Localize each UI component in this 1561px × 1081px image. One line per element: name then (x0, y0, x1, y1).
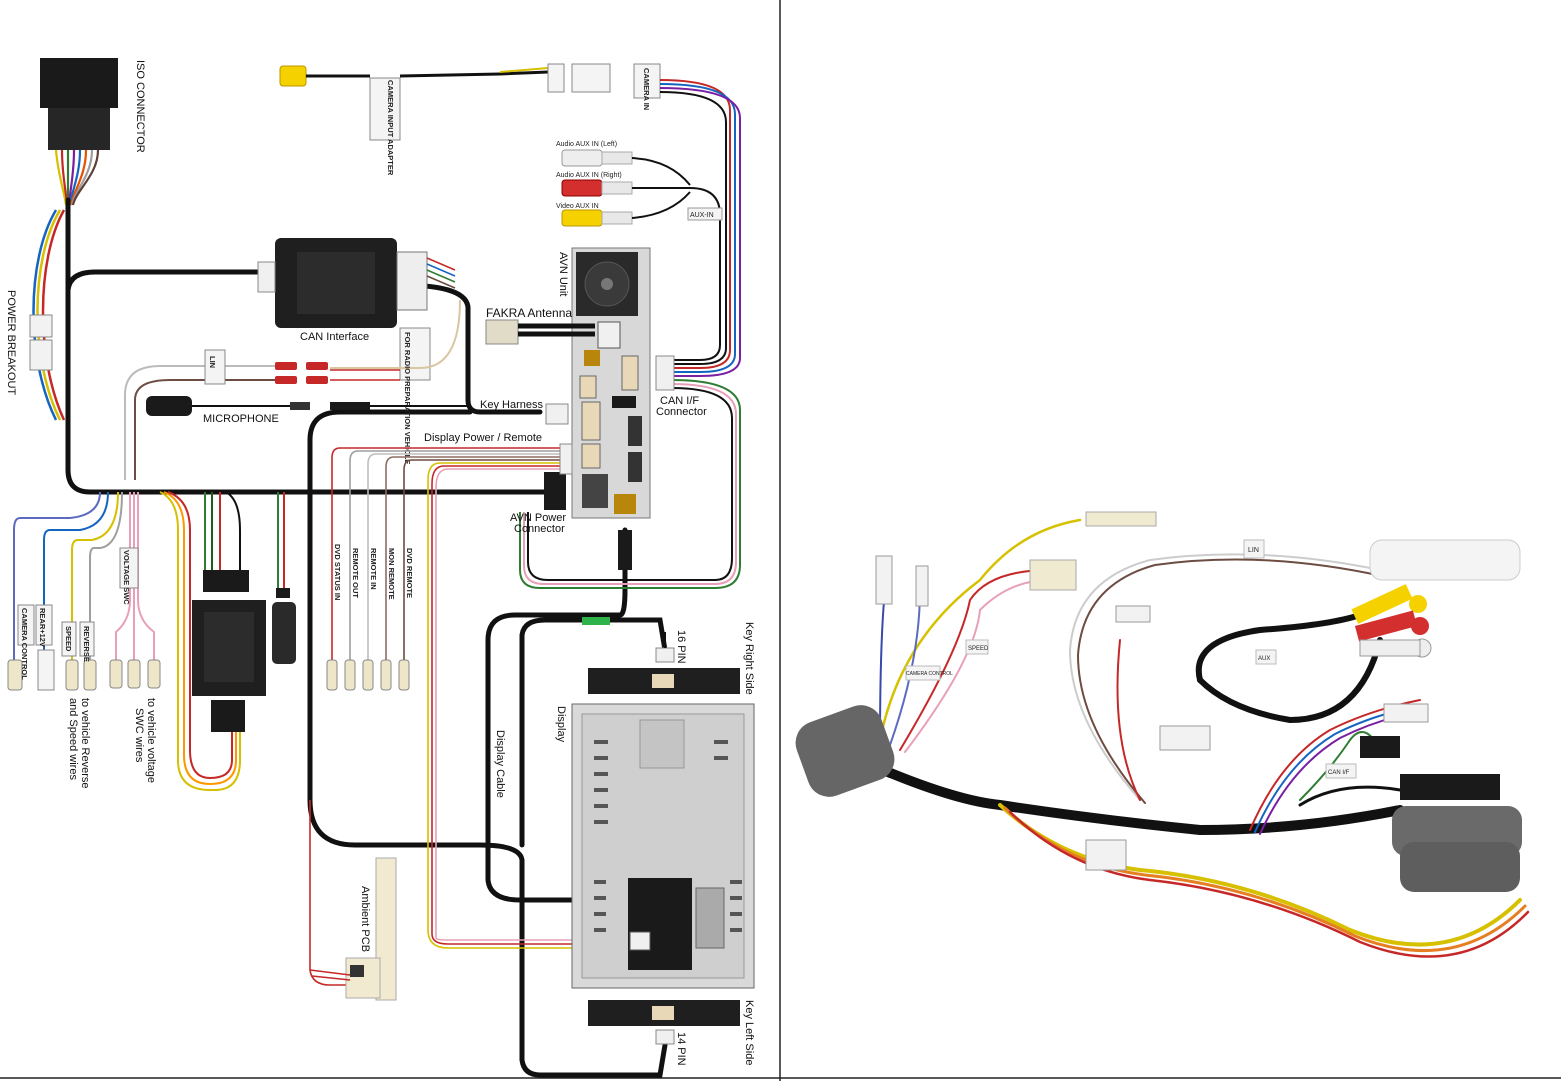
main-harness-trunk (65, 197, 668, 1078)
avn-unit (544, 247, 651, 519)
can-interface-box (257, 238, 456, 328)
avn-unit-label: AVN Unit (557, 252, 569, 296)
lin-label: LIN (208, 356, 217, 368)
can-if-connector-label-2: Connector (656, 406, 707, 418)
mon-remote-label: MON REMOTE (387, 548, 396, 600)
to-vehicle-voltage-label-1: to vehicle voltage (145, 698, 157, 783)
vehicle-signal-terminals (7, 547, 161, 691)
fakra-antenna-label: FAKRA Antenna (486, 306, 572, 320)
avn-power-connector-label-1: AVN Power (510, 512, 566, 524)
reverse-label: REVERSE (82, 626, 91, 662)
right-side-colored-bundle (519, 79, 741, 589)
foam-sleeves (795, 705, 1522, 892)
photo-tag-can-if: CAN I/F (1328, 770, 1350, 776)
display-unit (571, 703, 755, 989)
harness-photo-connectors (875, 511, 1521, 871)
dvd-remote-label: DVD REMOTE (405, 548, 414, 598)
harness-photo-wires (855, 518, 1530, 958)
can-interface-label: CAN Interface (300, 331, 369, 343)
key-harness-connector (545, 403, 569, 425)
display-power-remote-label: Display Power / Remote (424, 432, 542, 444)
interface-modules (192, 570, 296, 732)
wiring-diagram: ISO CONNECTOR POWER BREAKOUT (5, 58, 755, 1078)
pin-14-label: 14 PIN (675, 1032, 687, 1066)
photo-tag-lin: LIN (1248, 547, 1259, 554)
remote-out-label: REMOTE OUT (351, 548, 360, 598)
radio-prep-lin-wires (124, 299, 461, 480)
display-power-remote-wires (309, 447, 632, 986)
ambient-pcb (309, 857, 397, 1001)
voltage-swc-label: VOLTAGE SWC (122, 550, 131, 605)
speed-label: SPEED (64, 626, 73, 652)
audio-aux-right-label: Audio AUX IN (Right) (556, 172, 622, 179)
camera-input-adapter (279, 63, 661, 141)
camera-in-label: CAMERA IN (642, 68, 651, 110)
key-right-side-label: Key Right Side (743, 622, 755, 695)
power-breakout-connector (29, 314, 53, 371)
avn-power-connector-label-2: Connector (514, 523, 565, 535)
key-right-side (588, 632, 740, 694)
iso-connector (40, 58, 118, 206)
power-breakout-label: POWER BREAKOUT (5, 290, 17, 395)
can-if-connector (655, 355, 675, 391)
vehicle-signal-wires (13, 491, 285, 791)
harness-photo-tags: CAMERA CONTROL SPEED LIN AUX CAN I/F (905, 539, 1357, 779)
microphone-label: MICROPHONE (203, 413, 279, 425)
display-cable-connector (618, 530, 632, 570)
display-cable-clip (582, 617, 610, 625)
photo-tag-speed: SPEED (968, 646, 989, 652)
rear-12v-label: REAR+12V (38, 608, 47, 647)
photo-tag-aux-in: AUX (1258, 656, 1270, 662)
to-vehicle-reverse-label-1: to vehicle Reverse (79, 698, 91, 789)
aux-in-label: AUX-IN (690, 212, 714, 219)
key-harness-label: Key Harness (480, 399, 543, 411)
iso-connector-label: ISO CONNECTOR (134, 60, 146, 153)
ambient-pcb-label: Ambient PCB (359, 886, 371, 952)
key-left-side-label: Key Left Side (743, 1000, 755, 1065)
key-left-side (588, 1000, 740, 1045)
remote-wire-terminals (326, 659, 410, 691)
remote-in-label: REMOTE IN (369, 548, 378, 590)
to-vehicle-voltage-label-2: SWC wires (133, 708, 145, 763)
aux-inputs (561, 149, 723, 361)
for-radio-prep-label: FOR RADIO PREPARATION VEHICLE (403, 332, 412, 464)
video-aux-label: Video AUX IN (556, 203, 599, 210)
dvd-status-in-label: DVD STATUS IN (333, 544, 342, 600)
camera-input-adapter-label: CAMERA INPUT ADAPTER (386, 80, 395, 176)
to-vehicle-reverse-label-2: and Speed wires (67, 698, 79, 780)
can-if-connector-label-1: CAN I/F (660, 395, 699, 407)
power-breakout-wires (32, 209, 66, 421)
fakra-antenna (485, 319, 595, 345)
camera-control-label: CAMERA CONTROL (20, 608, 29, 680)
audio-aux-left-label: Audio AUX IN (Left) (556, 141, 617, 148)
photo-tag-camera-control: CAMERA CONTROL (906, 671, 953, 677)
pin-16-label: 16 PIN (675, 630, 687, 664)
microphone (146, 396, 470, 416)
harness-photo: CAMERA CONTROL SPEED LIN AUX CAN I/F (795, 511, 1530, 958)
display-power-connector (559, 443, 573, 475)
display-label: Display (555, 706, 567, 743)
display-cable-label: Display Cable (494, 730, 506, 798)
